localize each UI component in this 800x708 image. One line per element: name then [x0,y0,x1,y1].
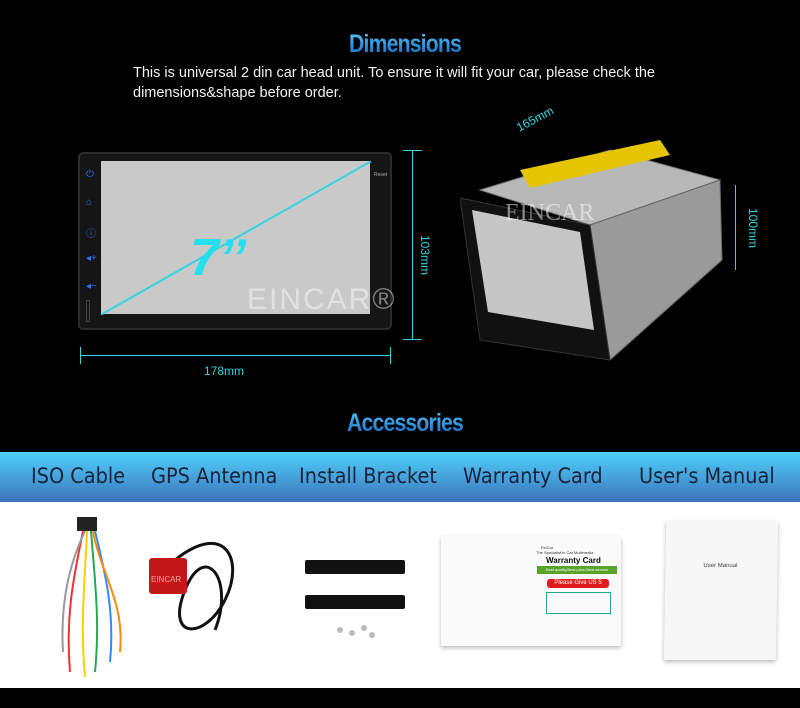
accessories-band [0,452,800,502]
accessory-label-iso-cable: ISO Cable [31,464,126,488]
chassis-height-line [735,185,736,270]
width-label: 178mm [204,364,245,378]
warning-sticker [520,140,670,188]
width-dimension-line [80,355,391,356]
width-tick-left [80,347,81,364]
dimensions-description: This is universal 2 din car head unit. T… [133,65,655,101]
height-label: 103mm [418,235,432,276]
accessory-label-warranty-card: Warranty Card [463,464,603,488]
watermark-small-gps: EINCAR [151,575,181,584]
warranty-tagline: The Specialist in Car Multimedia [536,550,594,555]
warranty-card: EinCar The Specialist in Car Multimedia … [441,536,621,646]
info-icon: ⓘ [86,229,96,240]
chassis-height-label: 100mm [746,208,760,249]
accessory-label-gps-antenna: GPS Antenna [151,464,278,488]
volume-down-icon: ◂− [86,281,97,292]
accessories-title: Accessories [61,409,750,438]
watermark-small: EINCAR [505,200,594,226]
dimensions-title: Dimensions [61,30,750,59]
screen-size-label: 7’’ [190,229,246,287]
warranty-banner: Please Give US 5 [547,579,609,588]
sd-slot [86,300,90,322]
accessory-label-install-bracket: Install Bracket [299,464,437,488]
height-tick-bottom [403,339,422,340]
rating-box [546,592,611,614]
head-unit-3d: EINCAR [460,140,723,361]
iso-cable-image [61,517,122,678]
accessory-label-users-manual: User's Manual [639,464,775,488]
volume-up-icon: ◂+ [86,253,97,264]
reset-label: Reset [374,172,388,178]
warranty-brand: EinCar [541,545,554,550]
gps-antenna-image: EINCAR [149,541,235,631]
watermark: EINCAR® [247,283,397,316]
home-icon: ⌂ [86,197,93,208]
height-tick-top [403,150,422,151]
manual-title: User Manual [703,563,738,569]
bottom-strip [0,688,800,708]
users-manual: User Manual [663,521,779,660]
power-icon: ⏻ [86,169,94,180]
warranty-heading: Warranty Card [546,556,601,565]
warranty-slogan: Best quality,Best price,Best service [537,566,617,574]
width-tick-right [390,347,391,364]
install-bracket-image [305,560,405,638]
height-dimension-line [412,150,413,340]
